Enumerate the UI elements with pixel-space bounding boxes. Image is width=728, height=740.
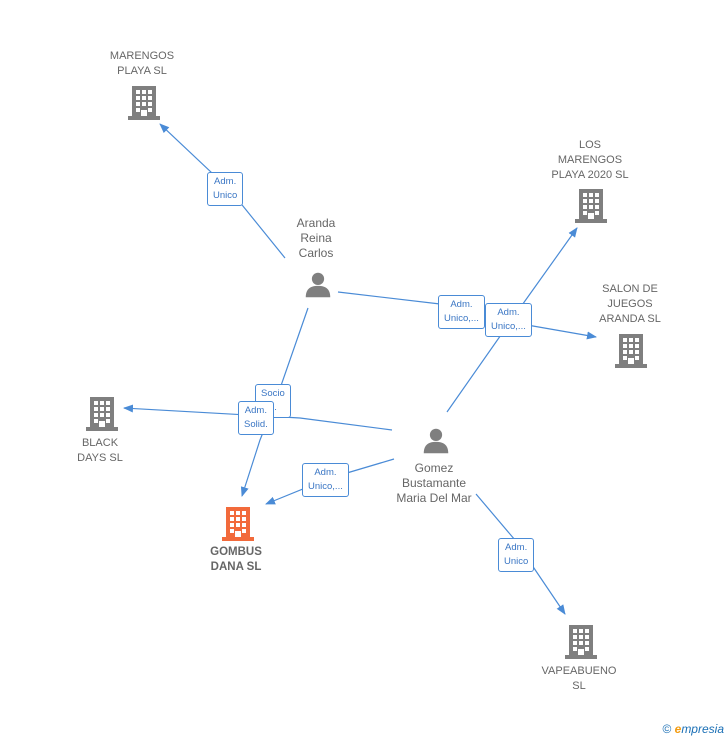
edge-label-gomez-vapea[interactable]: Adm. Unico <box>498 538 535 572</box>
company-label-black[interactable]: BLACK DAYS SL <box>77 437 123 464</box>
building-icon[interactable] <box>615 334 647 368</box>
building-icon[interactable] <box>565 625 597 659</box>
brand-initial: e <box>674 722 682 736</box>
company-label-marengos[interactable]: MARENGOS PLAYA SL <box>109 50 175 77</box>
building-icon[interactable] <box>86 397 118 431</box>
edge-label-gomez-black[interactable]: Adm. Solid. <box>238 401 274 435</box>
building-icon[interactable] <box>222 507 254 541</box>
company-label-gombus[interactable]: GOMBUS DANA SL <box>210 546 262 573</box>
company-label-losmarengos[interactable]: LOS MARENGOS PLAYA 2020 SL <box>551 139 629 181</box>
brand-name: mpresia <box>681 722 724 736</box>
person-icon[interactable] <box>423 428 449 454</box>
person-label-gomez[interactable]: Gomez Bustamante Maria Del Mar <box>396 461 472 505</box>
edge-label-aranda-marengos[interactable]: Adm. Unico <box>207 172 244 206</box>
edge-label-aranda-salon[interactable]: Adm. Unico,... <box>438 295 485 329</box>
edge-label-gomez-gombus[interactable]: Adm. Unico,... <box>302 463 349 497</box>
copyright-symbol: © <box>662 722 672 736</box>
building-icon[interactable] <box>128 86 160 120</box>
person-icon[interactable] <box>305 272 331 298</box>
edge-gomez-black <box>123 404 393 431</box>
company-label-vapea[interactable]: VAPEABUENO SL <box>541 665 617 692</box>
building-icon[interactable] <box>575 189 607 223</box>
company-label-salon[interactable]: SALON DE JUEGOS ARANDA SL <box>599 283 661 325</box>
empresia-logo[interactable]: © empresia <box>662 722 724 736</box>
edge-label-gomez-losmarengos[interactable]: Adm. Unico,... <box>485 303 532 337</box>
person-label-aranda[interactable]: Aranda Reina Carlos <box>296 216 336 260</box>
